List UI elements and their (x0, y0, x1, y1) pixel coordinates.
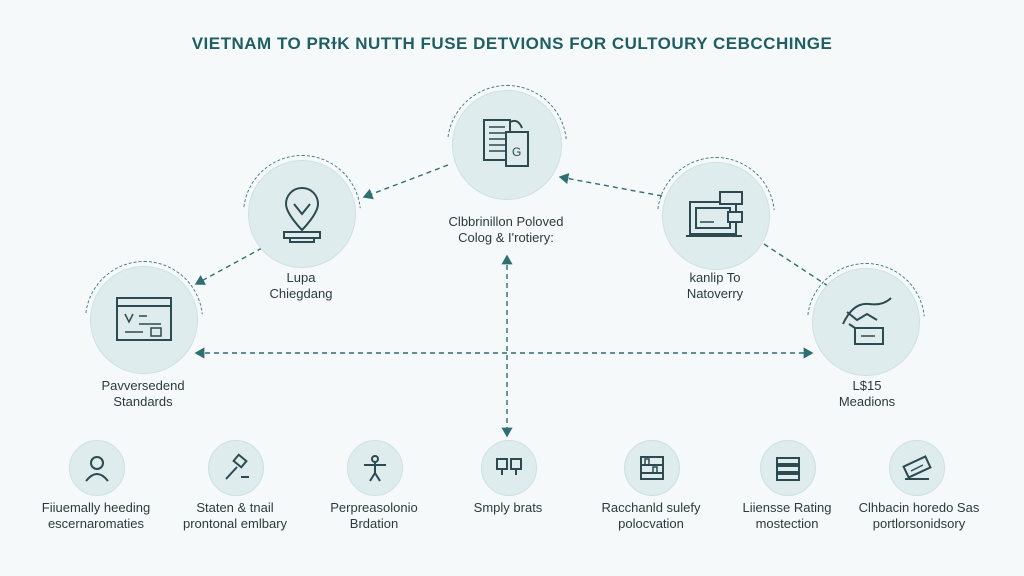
ticket-icon (902, 455, 932, 480)
figure-icon (364, 455, 386, 482)
laptop-chat-icon (686, 191, 743, 237)
diagram-title: VIETNAM TO PRɫK NUTTH FUSE DETVIONS FOR … (191, 34, 833, 53)
node-center-label: Clbbrinillon Poloved Colog & I'rotiery: (448, 214, 564, 245)
link-right-upper-center (558, 173, 663, 197)
bottom-item-2-circle (208, 440, 264, 496)
bottom-item-5-circle (624, 440, 680, 496)
link-center-left-upper (362, 164, 449, 200)
bottom-item-6-circle (760, 440, 816, 496)
bottom-item-3-label: Perpreasolonio Brdation (330, 500, 418, 531)
node-right-lower-label: L$15 Meadions (838, 378, 896, 409)
bottom-item-5-label: Racchanld sulefy polocvation (601, 500, 701, 531)
map-folder-icon (842, 297, 892, 345)
node-right-upper-label: kanlip To Natoverry (686, 270, 744, 301)
node-right-upper (662, 162, 770, 270)
node-left-upper-label: Lupa Chiegdang (269, 270, 333, 301)
gavel-icon (225, 453, 249, 480)
building-document-icon: G (483, 119, 529, 167)
link-left-upper-left-lower (194, 247, 263, 285)
bottom-item-4-label: Smply brats (473, 500, 543, 515)
node-center: G (452, 90, 562, 200)
bottom-item-3-circle (347, 440, 403, 496)
monitor-icon (496, 458, 522, 475)
node-left-lower (90, 266, 198, 374)
node-right-lower (812, 268, 920, 376)
node-left-upper (248, 160, 356, 268)
location-pin-icon (283, 186, 321, 243)
browser-window-icon (116, 297, 172, 341)
node-left-lower-label: Pavversedend Standards (101, 378, 185, 409)
shelf-icon (640, 456, 664, 480)
list-icon (776, 457, 800, 481)
bottom-item-7-label: Clhbacin horedo Sas portlorsonidsory (858, 500, 980, 531)
bottom-item-4-circle (481, 440, 537, 496)
bottom-item-7-circle (889, 440, 945, 496)
bottom-item-1-circle (69, 440, 125, 496)
svg-text:G: G (512, 145, 521, 159)
link-right-upper-right-lower (763, 243, 829, 287)
bottom-item-6-label: Liiensse Rating mostection (742, 500, 832, 531)
person-icon (85, 456, 109, 482)
bottom-item-2-label: Staten & tnail prontonal emlbary (182, 500, 288, 531)
bottom-item-1-label: Fiiuemally heeding escernaromaties (41, 500, 151, 531)
